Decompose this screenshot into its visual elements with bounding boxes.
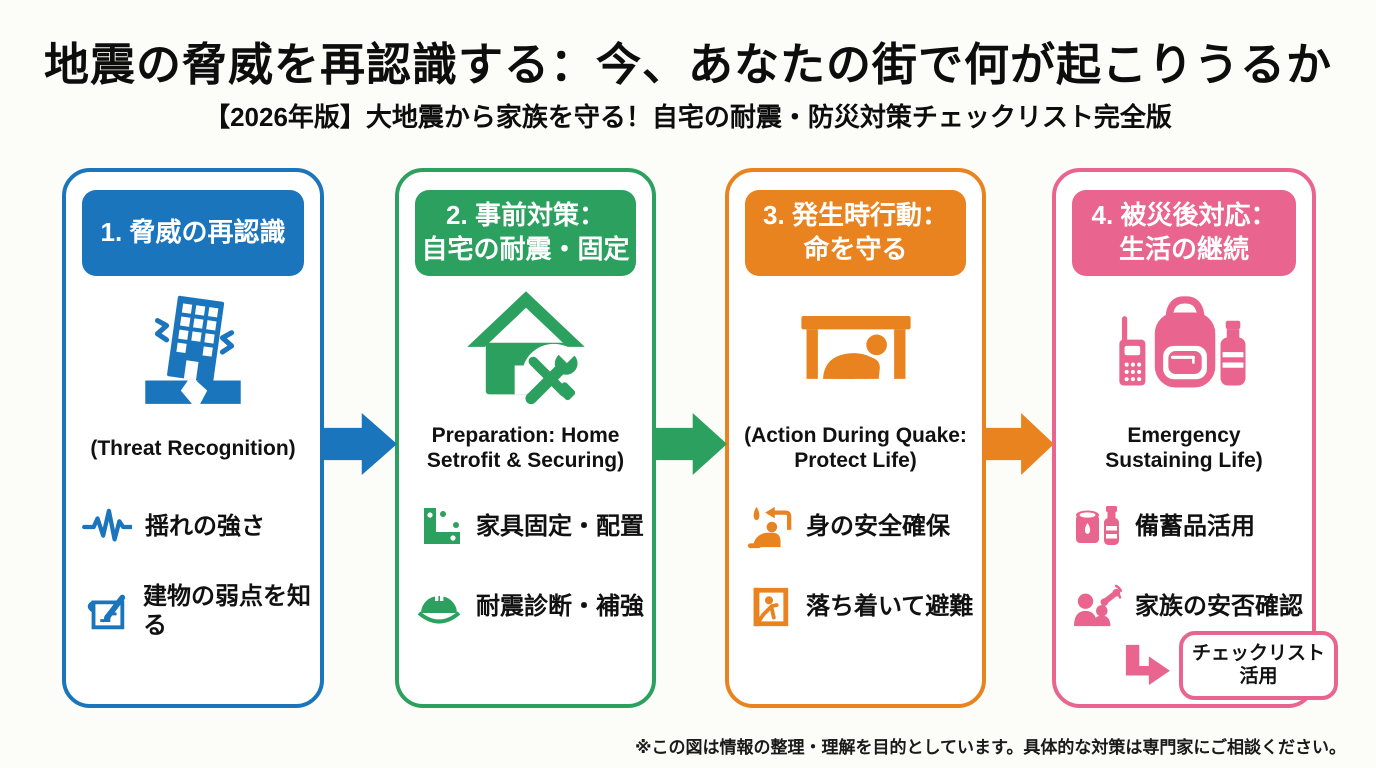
- seismic-wave-icon: [82, 503, 132, 551]
- step-2-band-line-1: 2. 事前対策：: [446, 200, 605, 231]
- l-bracket-icon: [415, 503, 463, 551]
- step-3-items: 身の安全確保 落ち着いて避難: [745, 502, 976, 632]
- page-subtitle: 【2026年版】大地震から家族を守る！自宅の耐震・防災対策チェックリスト完全版: [204, 102, 1172, 132]
- step-2-header-band: 2. 事前対策： 自宅の耐震・固定: [415, 190, 636, 276]
- flow-arrow-3: [984, 413, 1054, 475]
- step-4-caption-line-1: Emergency: [1127, 424, 1241, 448]
- step-2-items: 家具固定・配置 耐震診断・補強: [415, 502, 646, 632]
- list-item: 身の安全確保: [745, 502, 976, 552]
- step-4-items: 備蓄品活用 家族の安否確認: [1072, 502, 1306, 632]
- emergency-kit-icon: [1056, 280, 1312, 420]
- item-label: 揺れの強さ: [145, 513, 265, 541]
- under-table-icon: [729, 280, 982, 420]
- step-3-caption-line-1: (Action During Quake:: [744, 424, 967, 448]
- step-3-action-during-quake: 3. 発生時行動： 命を守る (Action During Quake: Pro…: [725, 168, 986, 708]
- checklist-callout-line-1: チェックリスト: [1191, 642, 1325, 664]
- house-repair-icon: [399, 280, 652, 420]
- step-1-items: 揺れの強さ 建物の弱点を知る: [82, 502, 314, 641]
- collapsing-building-icon: [66, 280, 320, 420]
- item-label: 家族の安否確認: [1135, 593, 1303, 621]
- helmet-icon: [415, 583, 463, 631]
- list-item: 建物の弱点を知る: [82, 582, 314, 641]
- step-1-caption: (Threat Recognition): [68, 422, 318, 476]
- step-4-post-disaster: 4. 被災後対応： 生活の継続 Emergency S: [1052, 168, 1338, 708]
- flow-arrow-1: [322, 413, 397, 475]
- step-2-caption: Preparation: Home Setrofit & Securing): [401, 422, 650, 476]
- list-item: 揺れの強さ: [82, 502, 314, 552]
- step-4-band-line-1: 4. 被災後対応：: [1091, 200, 1277, 231]
- step-2-band-line-2: 自宅の耐震・固定: [421, 234, 630, 264]
- step-3-header-band: 3. 発生時行動： 命を守る: [745, 190, 966, 276]
- checklist-callout-line-2: 活用: [1239, 666, 1278, 688]
- step-4-caption-line-2: Sustaining Life): [1105, 449, 1263, 472]
- list-item: 家族の安否確認: [1072, 582, 1306, 632]
- exit-door-icon: [745, 583, 793, 631]
- checklist-callout-box: チェックリスト 活用: [1178, 630, 1338, 700]
- item-label: 備蓄品活用: [1135, 513, 1255, 541]
- step-3-band-line-1: 3. 発生時行動：: [763, 200, 948, 231]
- step-1-threat-recognition: 1. 脅威の再認識 (Threat Recognition): [62, 168, 324, 708]
- item-label: 家具固定・配置: [476, 513, 644, 541]
- step-3-caption: (Action During Quake: Protect Life): [731, 422, 980, 476]
- step-4-band-line-2: 生活の継続: [1118, 234, 1249, 264]
- item-label: 身の安全確保: [806, 513, 950, 541]
- step-1-band-line-1: 1. 脅威の再認識: [100, 217, 286, 248]
- list-item: 落ち着いて避難: [745, 582, 976, 632]
- item-label: 建物の弱点を知る: [143, 583, 311, 640]
- step-4-caption: Emergency Sustaining Life): [1058, 422, 1310, 476]
- drop-cover-icon: [745, 503, 793, 551]
- page-title: 地震の脅威を再認識する：今、あなたの街で何が起こりうるか: [43, 39, 1332, 90]
- step-2-preparation: 2. 事前対策： 自宅の耐震・固定 Preparation: Home Setr…: [395, 168, 656, 708]
- blueprint-pencil-icon: [82, 587, 130, 635]
- bent-arrow-icon: [1120, 643, 1172, 687]
- step-1-caption-line-1: (Threat Recognition): [90, 436, 296, 460]
- stockpile-icon: [1072, 503, 1122, 551]
- family-contact-icon: [1072, 583, 1122, 631]
- item-label: 落ち着いて避難: [806, 593, 974, 621]
- list-item: 備蓄品活用: [1072, 502, 1306, 552]
- checklist-callout: チェックリスト 活用: [1120, 630, 1338, 700]
- list-item: 耐震診断・補強: [415, 582, 646, 632]
- flow-arrow-2: [654, 413, 727, 475]
- step-3-band-line-2: 命を守る: [803, 234, 908, 264]
- step-3-caption-line-2: Protect Life): [794, 449, 917, 472]
- step-2-caption-line-2: Setrofit & Securing): [426, 449, 625, 472]
- step-4-header-band: 4. 被災後対応： 生活の継続: [1072, 190, 1296, 276]
- list-item: 家具固定・配置: [415, 502, 646, 552]
- footnote: ※この図は情報の整理・理解を目的としています。具体的な対策は専門家にご相談くださ…: [635, 738, 1346, 757]
- step-1-header-band: 1. 脅威の再認識: [82, 190, 304, 276]
- item-label: 耐震診断・補強: [476, 593, 644, 621]
- step-2-caption-line-1: Preparation: Home: [431, 424, 620, 448]
